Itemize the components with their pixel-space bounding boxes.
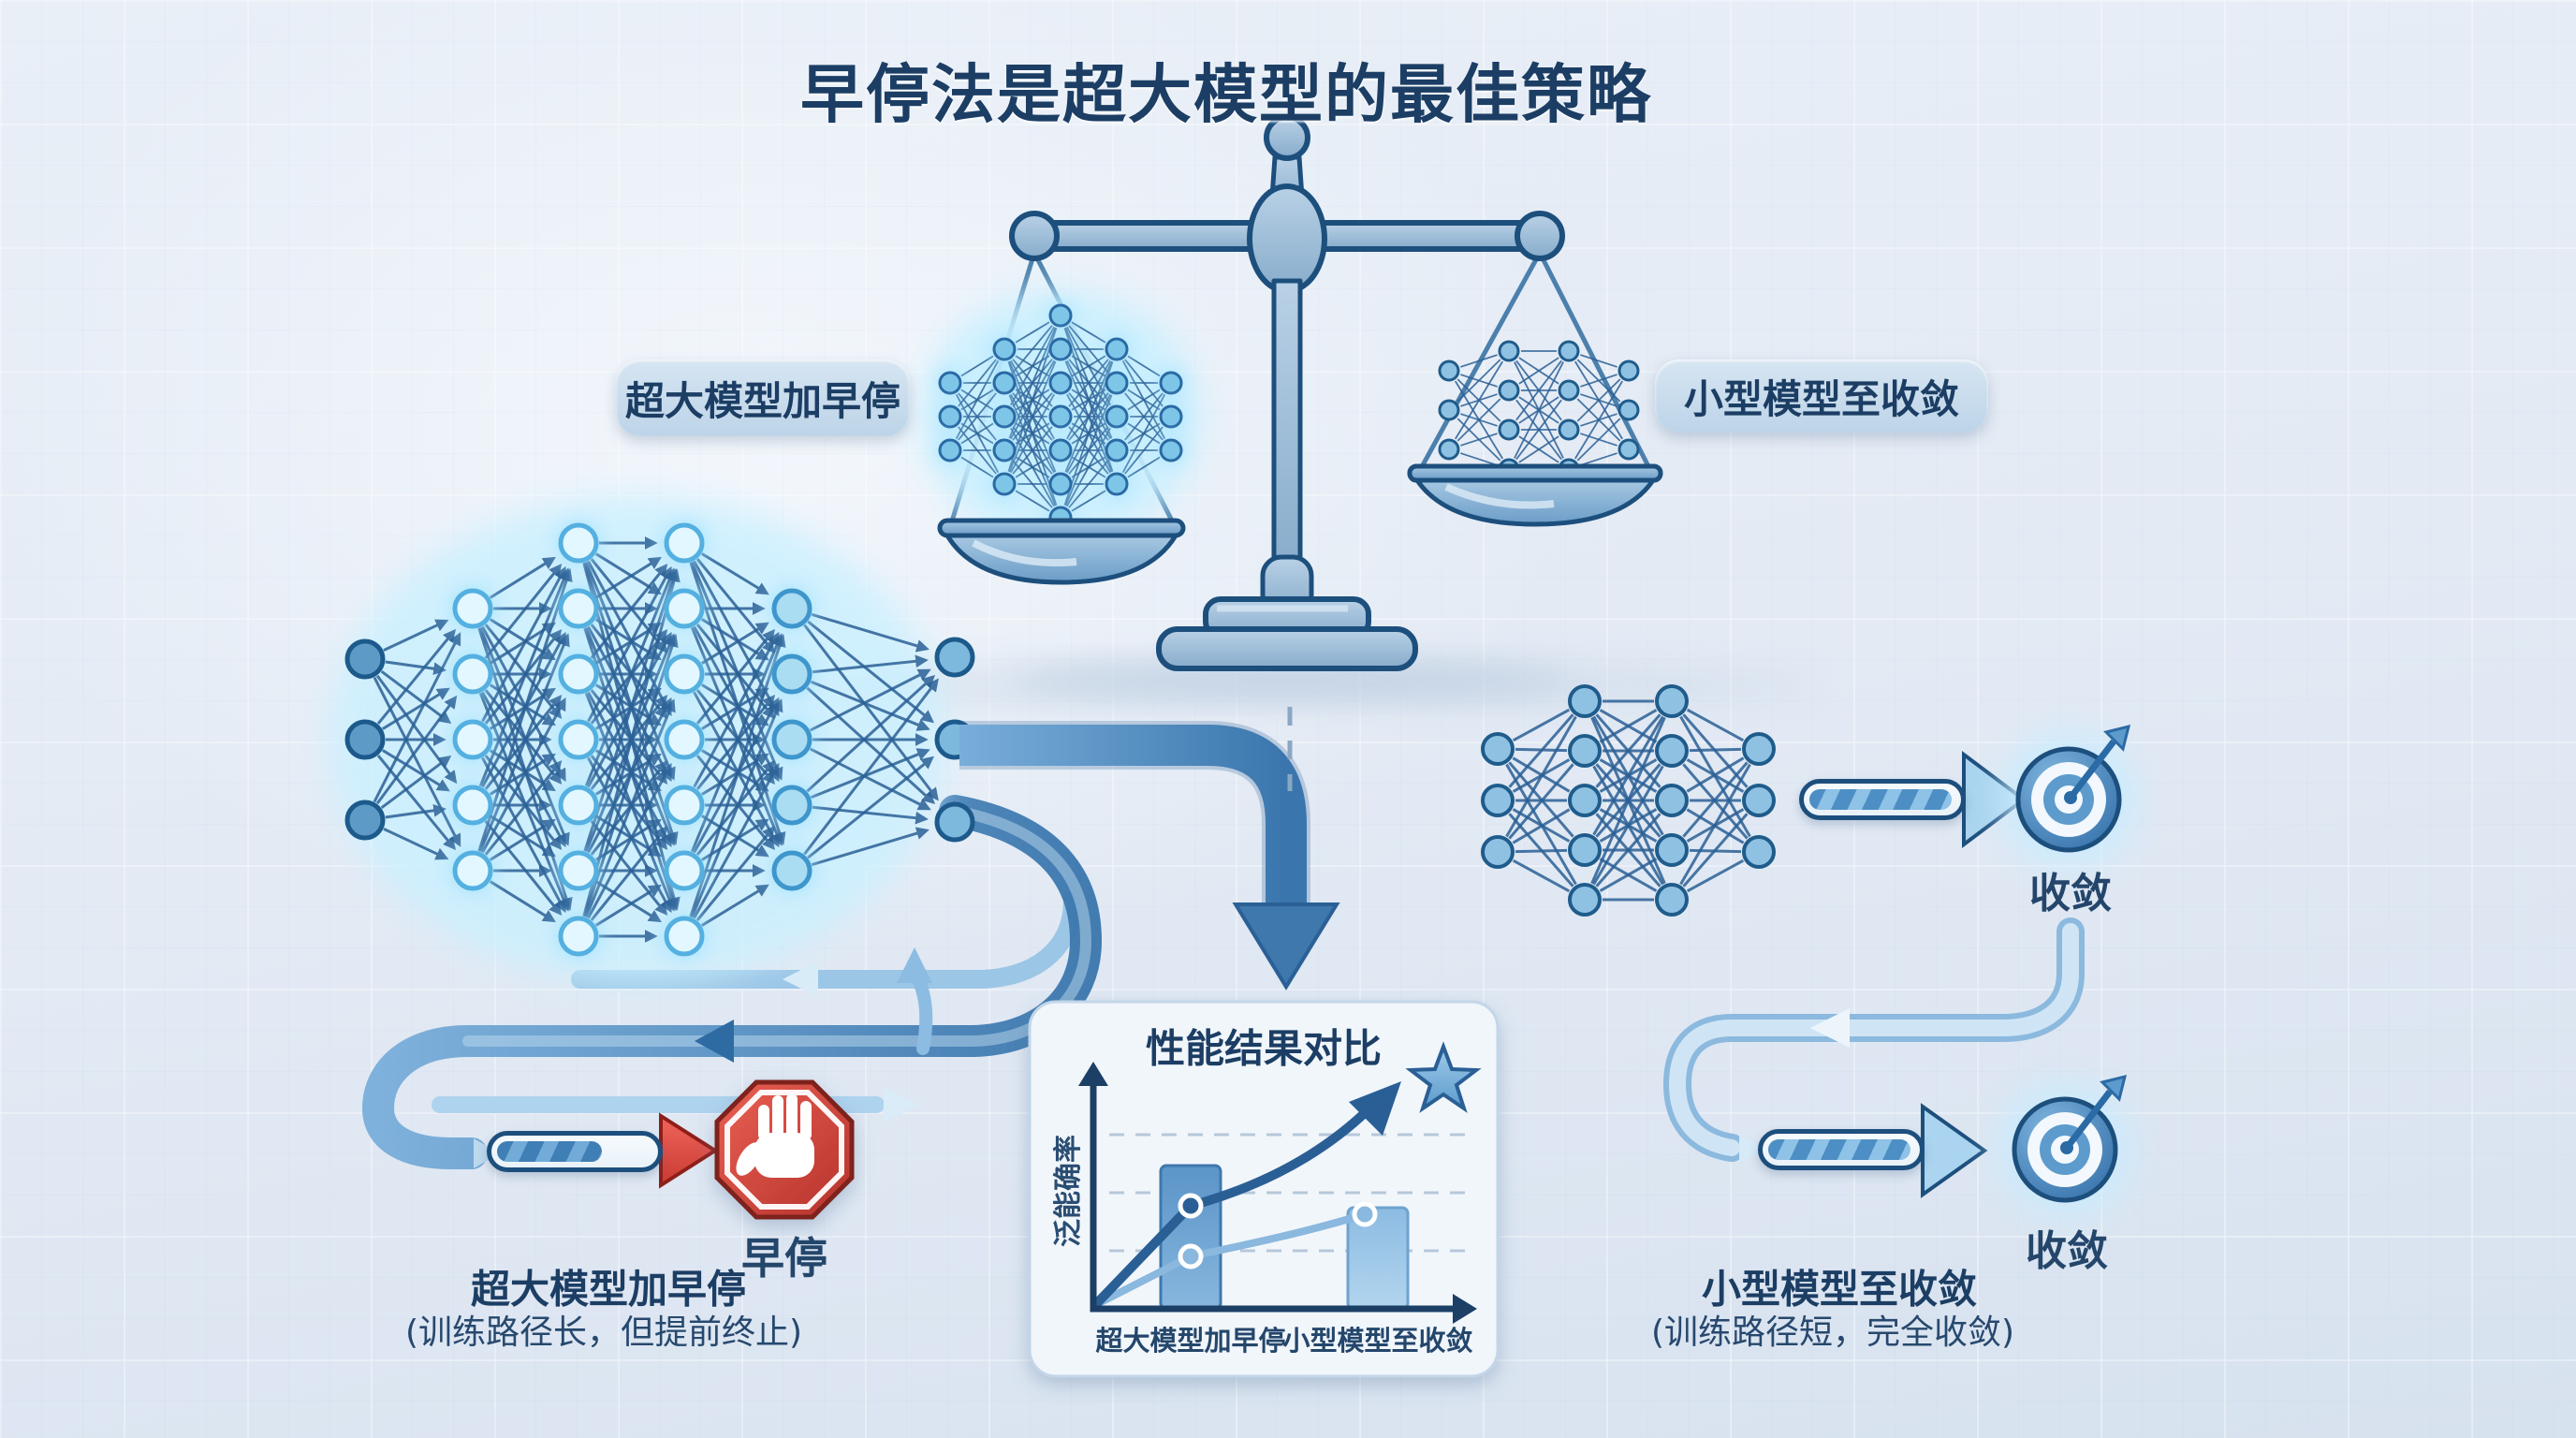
progress-fill bbox=[1809, 789, 1952, 810]
training-progress-bar-right-bottom bbox=[1758, 1129, 1925, 1170]
performance-chart-panel bbox=[1028, 1000, 1500, 1378]
page-title: 早停法是超大模型的最佳策略 bbox=[799, 58, 1653, 133]
target-icon-top bbox=[2001, 724, 2136, 867]
chart-y-axis-label: 泛能确率 bbox=[1052, 1135, 1085, 1247]
pan-network-small bbox=[1438, 340, 1640, 480]
y-axis-arrow-icon bbox=[1078, 1062, 1108, 1086]
star-icon bbox=[1405, 1041, 1482, 1113]
path-arrow-up-icon bbox=[897, 947, 932, 983]
pan-network-large bbox=[938, 303, 1183, 530]
label-small-model-converge: 小型模型至收敛 bbox=[1655, 360, 1988, 433]
chart-x-label-right: 小型模型至收敛 bbox=[1282, 1325, 1473, 1357]
path-arrow-left-light-icon bbox=[783, 961, 818, 997]
caption-left-note: (训练路径长，但提前终止) bbox=[404, 1313, 803, 1352]
path-arrow-right-light-icon bbox=[884, 1087, 919, 1123]
caption-right-title: 小型模型至收敛 bbox=[1701, 1266, 1978, 1313]
right-path-arrow-left-icon bbox=[1810, 1008, 1850, 1048]
training-progress-bar-right-top bbox=[1799, 779, 1966, 820]
small-neural-network bbox=[1481, 684, 1776, 917]
converge-label-bottom: 收敛 bbox=[2026, 1227, 2108, 1275]
right-path-arrow-end-icon bbox=[1739, 1134, 1765, 1164]
x-axis-arrow-icon bbox=[1453, 1294, 1477, 1324]
chart-bar-early-stop bbox=[1159, 1164, 1222, 1311]
early-stop-label: 早停 bbox=[741, 1233, 827, 1284]
caption-left-title: 超大模型加早停 bbox=[470, 1266, 747, 1313]
converge-label-top: 收敛 bbox=[2029, 870, 2112, 917]
chart-title: 性能结果对比 bbox=[1145, 1025, 1383, 1072]
stop-hand-icon bbox=[714, 1079, 855, 1220]
progress-fill bbox=[497, 1141, 602, 1162]
target-icon-bottom bbox=[1999, 1074, 2130, 1215]
label-large-model-early-stop: 超大模型加早停 bbox=[616, 360, 910, 436]
striped-arrow-bottom bbox=[1921, 1103, 1988, 1198]
progress-fill bbox=[1768, 1139, 1910, 1160]
caption-right-note: (训练路径短，完全收敛) bbox=[1650, 1313, 2015, 1352]
training-progress-bar-left bbox=[487, 1131, 663, 1172]
chart-x-label-left: 超大模型加早停 bbox=[1095, 1325, 1286, 1357]
path-arrow-left-dark-icon bbox=[695, 1020, 734, 1063]
scale-pan-left bbox=[937, 518, 1186, 585]
swoosh-arrowhead-icon bbox=[1349, 1081, 1401, 1136]
red-arrow-icon bbox=[659, 1112, 719, 1189]
scale-pan-right bbox=[1407, 463, 1663, 527]
balance-scale bbox=[920, 114, 1663, 671]
flow-down-arrow bbox=[959, 721, 1340, 990]
short-training-path bbox=[1662, 917, 2085, 1164]
